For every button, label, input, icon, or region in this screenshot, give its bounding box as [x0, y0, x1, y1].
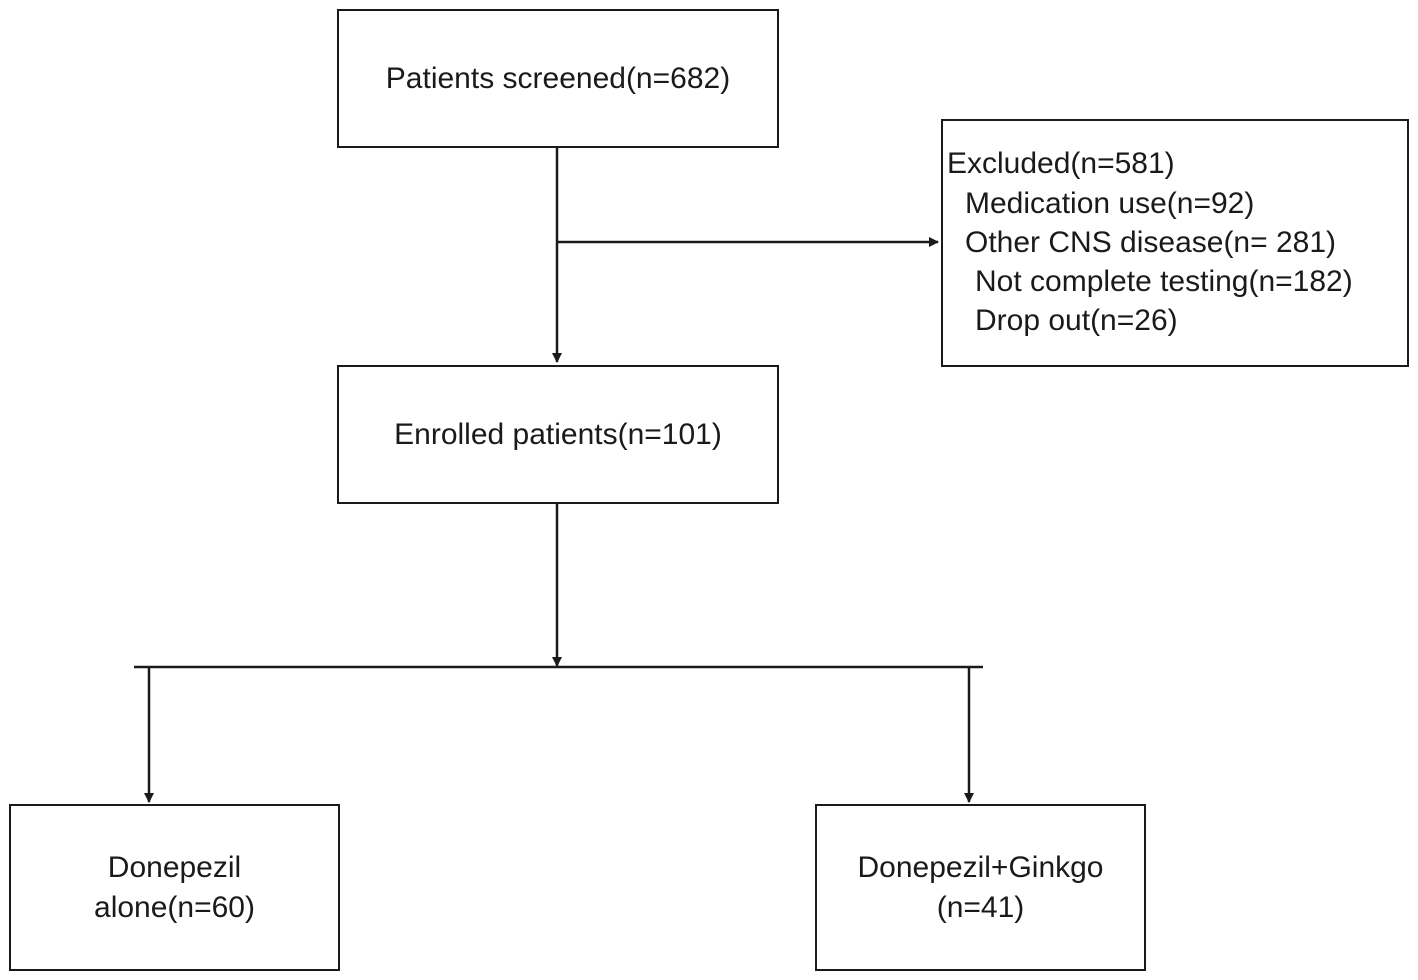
excluded-reason-medication: Medication use(n=92): [965, 187, 1255, 220]
donepezil-alone-line2: alone(n=60): [94, 890, 255, 924]
enrolled-label: Enrolled patients(n=101): [394, 417, 722, 451]
donepezil-ginkgo-line1: Donepezil+Ginkgo: [857, 850, 1104, 884]
excluded-reason-cns: Other CNS disease(n= 281): [965, 226, 1337, 259]
donepezil-alone-box: Donepezil alone(n=60): [9, 804, 340, 971]
excluded-reason-dropout: Drop out(n=26): [975, 304, 1178, 337]
screened-box: Patients screened(n=682): [337, 9, 779, 148]
screened-label: Patients screened(n=682): [385, 61, 731, 95]
excluded-box: Excluded(n=581) Medication use(n=92) Oth…: [941, 119, 1409, 367]
donepezil-ginkgo-box: Donepezil+Ginkgo (n=41): [815, 804, 1146, 971]
donepezil-ginkgo-line2: (n=41): [936, 890, 1025, 924]
excluded-title: Excluded(n=581): [947, 147, 1175, 180]
enrolled-box: Enrolled patients(n=101): [337, 365, 779, 504]
excluded-reason-testing: Not complete testing(n=182): [975, 265, 1353, 298]
donepezil-alone-line1: Donepezil: [107, 850, 242, 884]
